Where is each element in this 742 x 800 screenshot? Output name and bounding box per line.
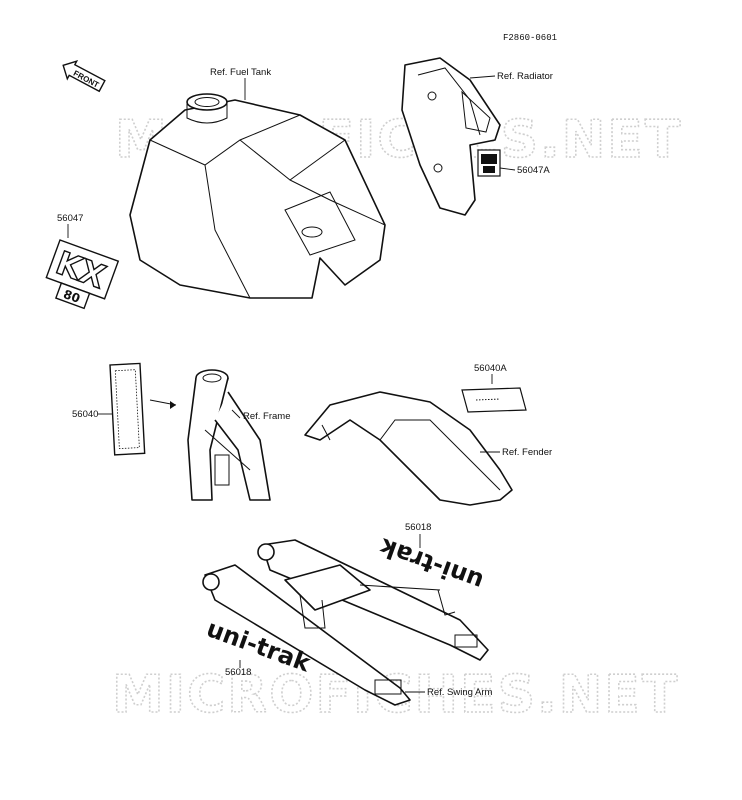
radiator-shroud <box>401 57 501 216</box>
part-56047: 56047 <box>57 213 83 224</box>
label-fender: Ref. Fender <box>502 447 552 458</box>
diagram-code: F2860-0601 <box>503 33 557 43</box>
label-radiator: Ref. Radiator <box>497 71 553 82</box>
frame-decal <box>109 362 146 456</box>
kx-small-decal <box>477 149 501 177</box>
label-fuel-tank: Ref. Fuel Tank <box>210 67 271 78</box>
swing-arm <box>202 539 489 706</box>
kx80-decal-text: 80 <box>62 287 82 306</box>
kx-decal: KX 80 <box>45 239 120 310</box>
label-frame: Ref. Frame <box>243 411 291 422</box>
frame <box>187 369 271 501</box>
rear-fender <box>304 391 513 506</box>
front-arrow-icon: FRONT <box>62 59 106 93</box>
part-56047a: 56047A <box>517 165 550 176</box>
fender-decal <box>461 387 527 413</box>
fuel-tank <box>129 93 386 299</box>
part-56018-bottom: 56018 <box>225 667 251 678</box>
label-swing-arm: Ref. Swing Arm <box>427 687 493 698</box>
part-56018-top: 56018 <box>405 522 431 533</box>
part-56040: 56040 <box>72 409 98 420</box>
part-56040a: 56040A <box>474 363 507 374</box>
